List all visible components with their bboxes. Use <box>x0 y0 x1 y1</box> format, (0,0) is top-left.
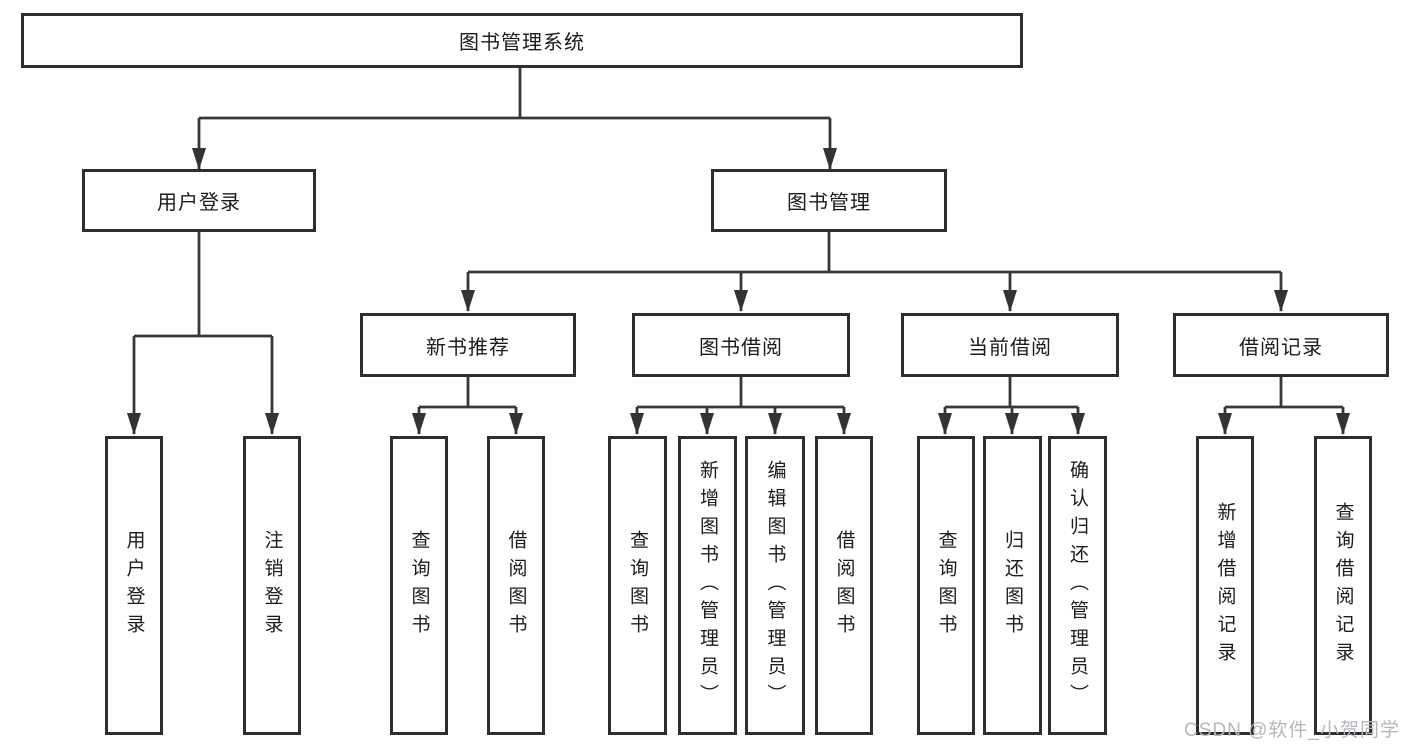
node-new-book-recommend: 新书推荐 <box>360 313 576 377</box>
node-leaf-query-books-2: 查询图书 <box>608 436 667 735</box>
node-leaf-borrow-books-2: 借阅图书 <box>815 436 873 735</box>
node-leaf-user-login: 用户登录 <box>105 436 163 735</box>
node-borrowing-records: 借阅记录 <box>1173 313 1389 377</box>
node-book-borrowing: 图书借阅 <box>632 313 850 377</box>
node-book-management: 图书管理 <box>711 169 947 232</box>
node-leaf-return-books: 归还图书 <box>983 436 1042 735</box>
node-leaf-borrow-books-1: 借阅图书 <box>487 436 545 735</box>
node-leaf-query-books-1: 查询图书 <box>390 436 448 735</box>
node-leaf-logout: 注销登录 <box>243 436 301 735</box>
node-leaf-add-books-admin: 新增图书（管理员） <box>678 436 737 735</box>
node-user-login: 用户登录 <box>82 169 316 232</box>
node-library-system: 图书管理系统 <box>21 13 1023 68</box>
node-leaf-confirm-return-admin: 确认归还（管理员） <box>1048 436 1107 735</box>
csdn-watermark: CSDN @软件_小贺同学 <box>1184 720 1400 741</box>
node-leaf-edit-books-admin: 编辑图书（管理员） <box>745 436 805 735</box>
node-current-borrowing: 当前借阅 <box>901 313 1119 377</box>
node-leaf-add-borrow-record: 新增借阅记录 <box>1196 436 1254 735</box>
node-leaf-query-borrow-record: 查询借阅记录 <box>1314 436 1372 735</box>
node-leaf-query-books-3: 查询图书 <box>917 436 975 735</box>
